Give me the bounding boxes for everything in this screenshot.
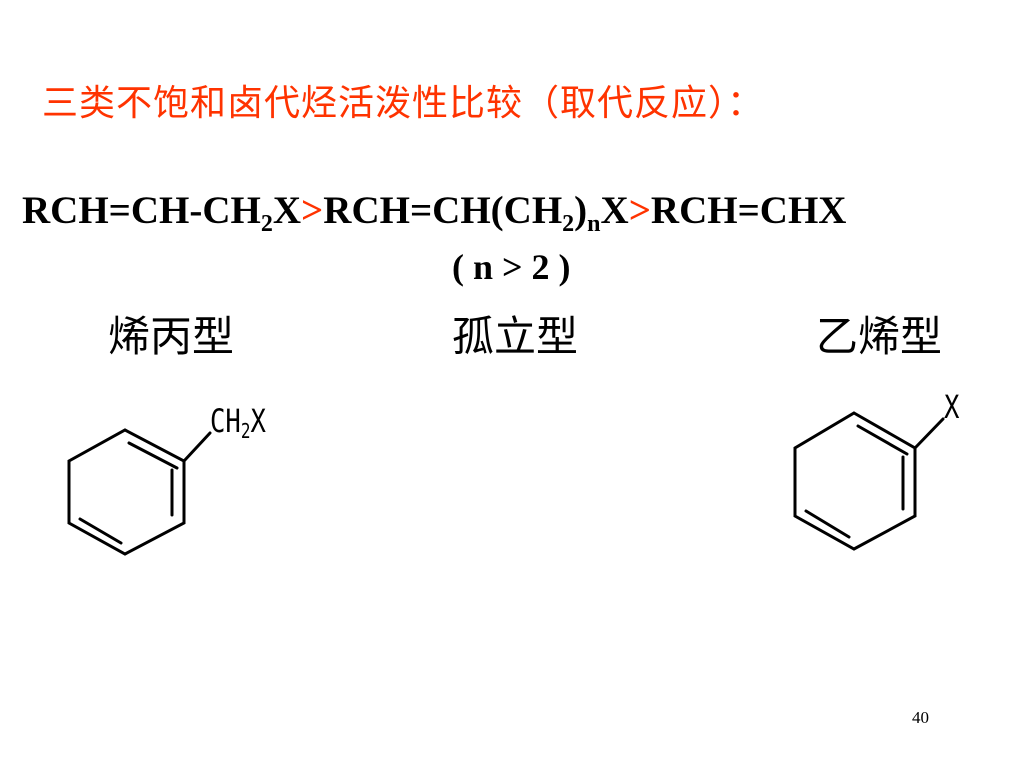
greater-than-operator: > — [301, 189, 324, 232]
reactivity-equation: RCH=CH-CH2X>RCH=CH(CH2)nX>RCH=CHX — [22, 188, 1002, 237]
double-bond — [804, 509, 851, 539]
double-bond — [78, 517, 123, 545]
greater-than-operator: > — [628, 189, 651, 232]
aryl-halide-structure — [793, 411, 945, 551]
substituent-bond — [913, 417, 945, 450]
benzyl-halide-structure — [67, 428, 212, 556]
benzyl-substituent-label: CH2X — [210, 402, 266, 443]
substituent-bond — [182, 431, 212, 463]
benzene-ring — [67, 428, 186, 556]
double-bond — [856, 424, 909, 456]
isolated-formula: RCH=CH(CH2)nX — [323, 189, 629, 237]
slide-title: 三类不饱和卤代烃活泼性比较（取代反应）： — [42, 83, 765, 124]
allyl-formula: RCH=CH-CH2X — [22, 189, 302, 237]
aryl-substituent-label: X — [944, 388, 960, 426]
vinyl-formula: RCH=CHX — [650, 189, 847, 232]
double-bond — [127, 441, 179, 470]
benzene-ring — [793, 411, 917, 551]
vinyl-type-label: 乙烯型 — [816, 312, 943, 361]
condition-note: ( n > 2 ) — [452, 247, 571, 287]
isolated-type-label: 孤立型 — [452, 312, 579, 361]
page-number: 40 — [912, 708, 929, 727]
allyl-type-label: 烯丙型 — [108, 312, 235, 361]
